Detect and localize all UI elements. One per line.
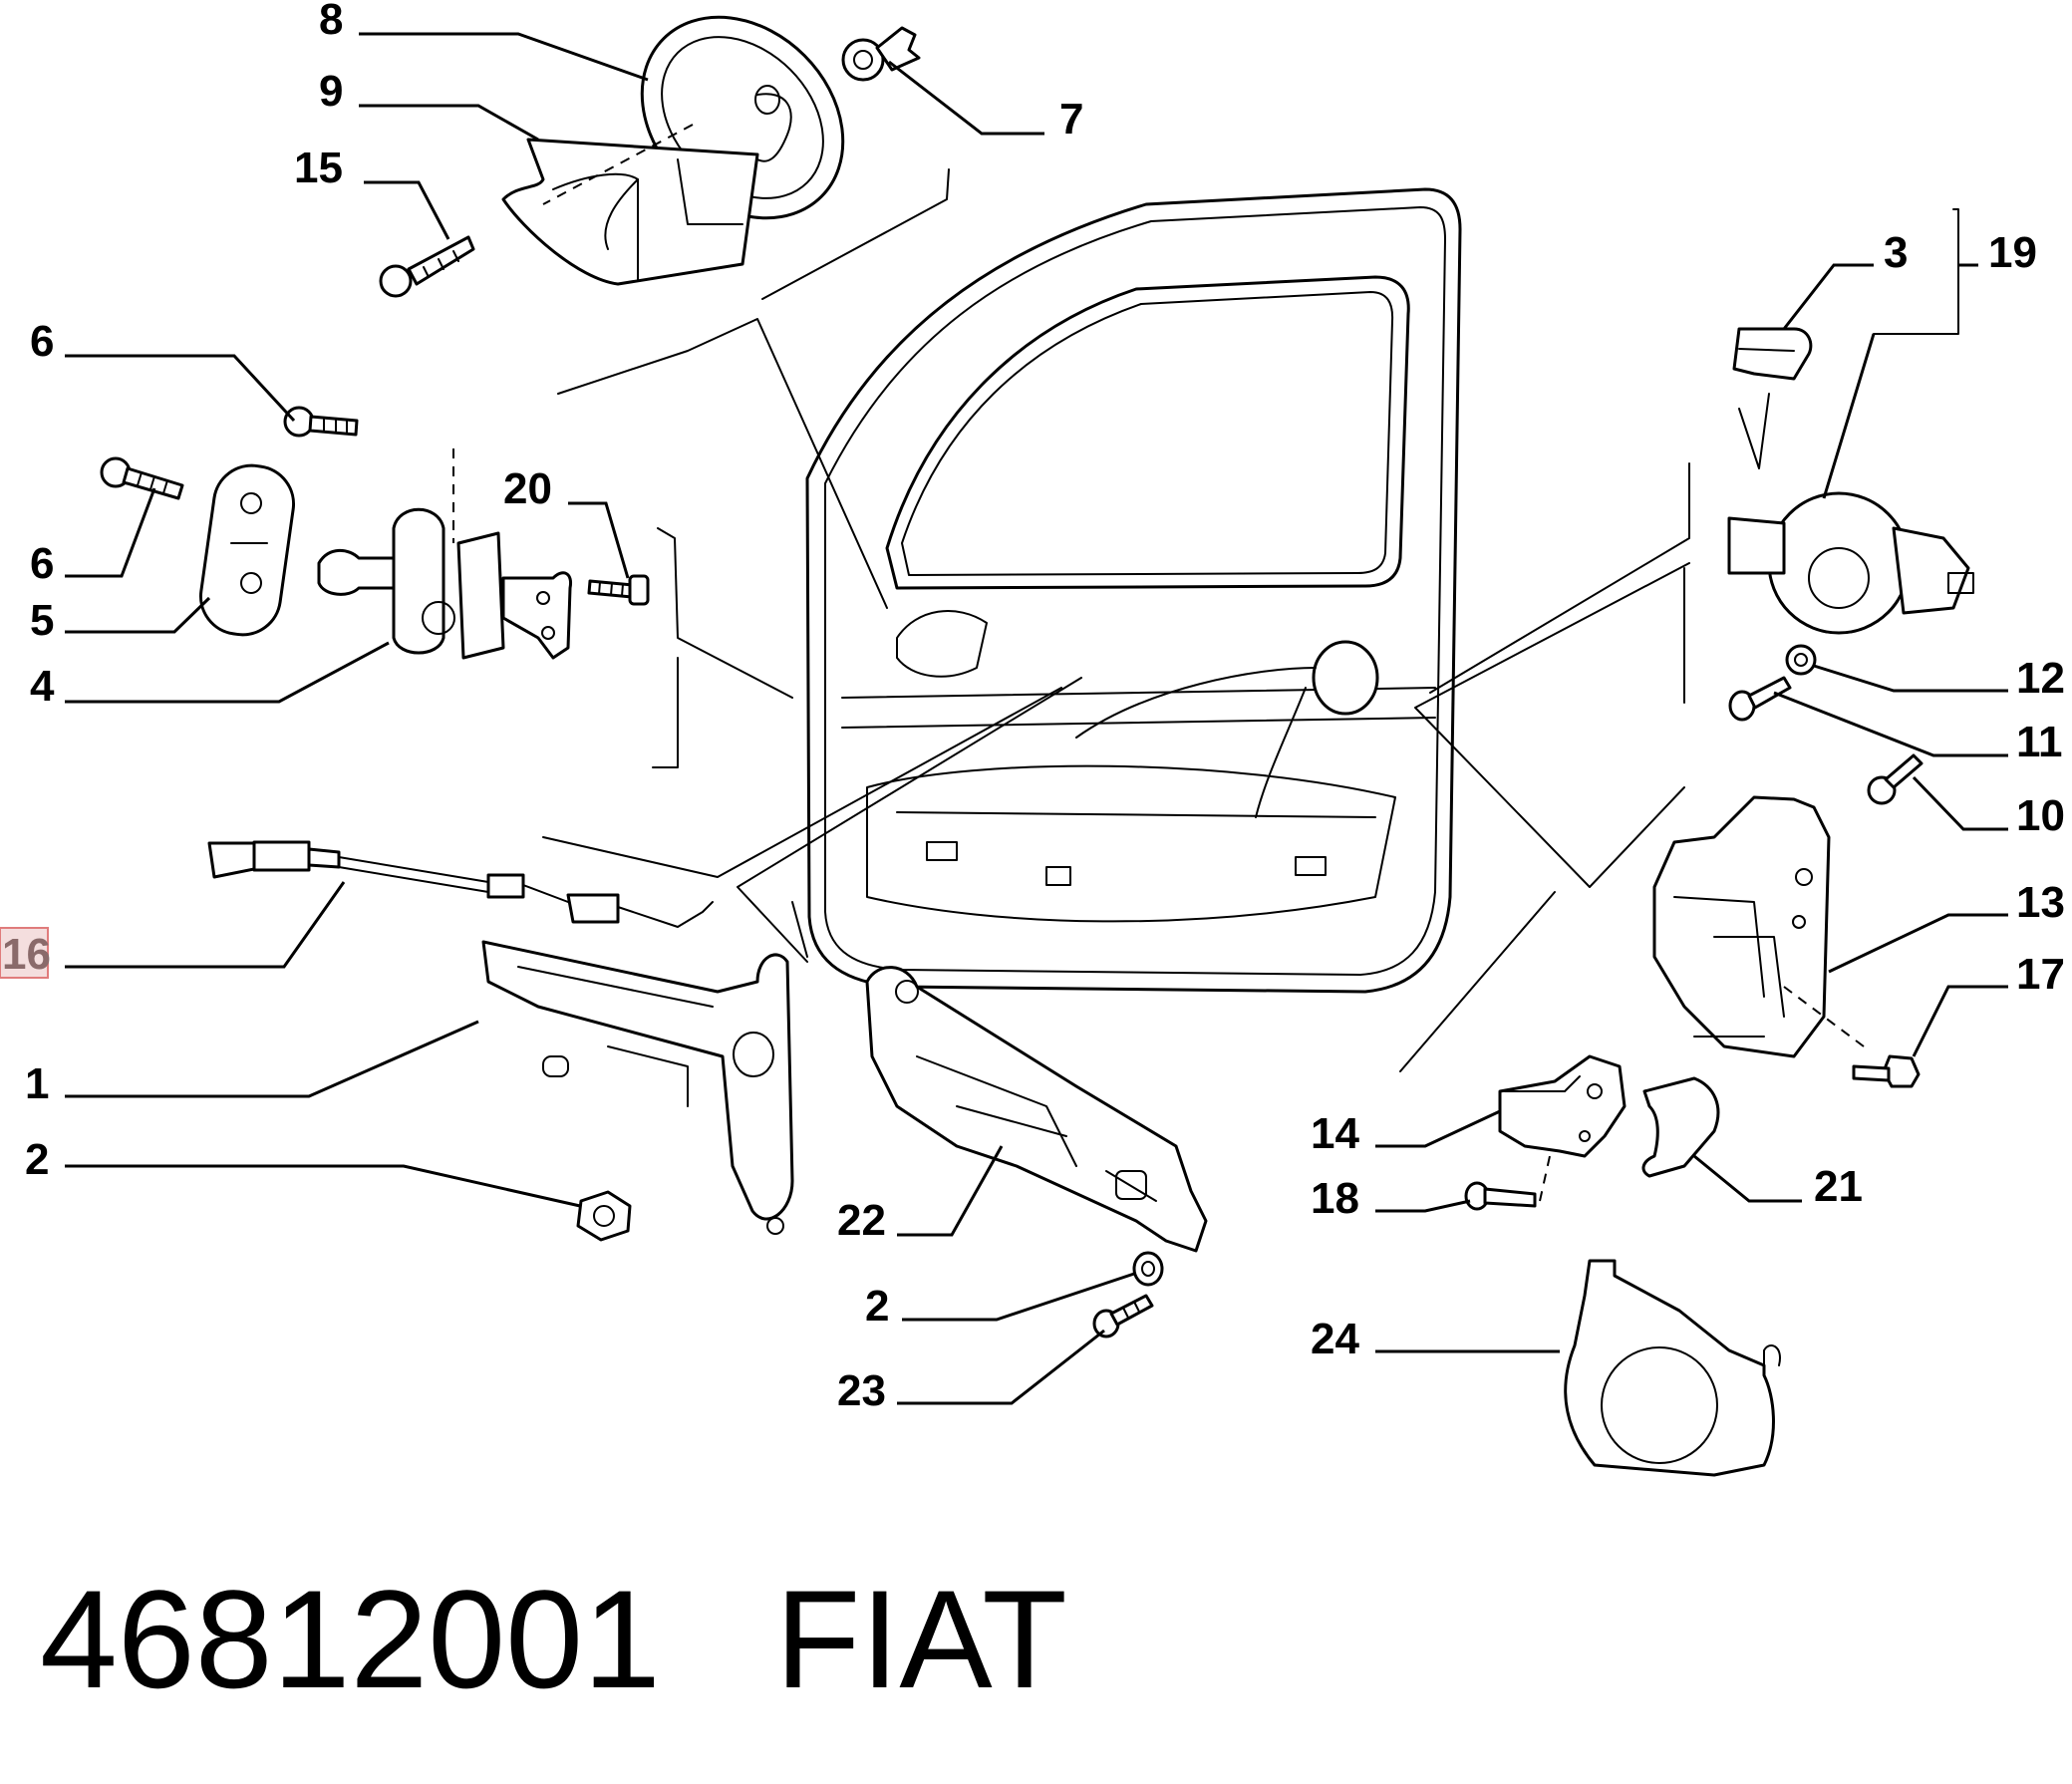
- part-2-nut-left: [576, 1190, 632, 1242]
- part-23-bolt: [1092, 1294, 1154, 1338]
- part-3-clip: [1732, 327, 1813, 469]
- callout-24: 24: [1311, 1315, 1359, 1363]
- callout-2-left: 2: [25, 1135, 49, 1184]
- part-1-bracket: [481, 940, 794, 1235]
- callout-18: 18: [1311, 1174, 1359, 1223]
- callout-12: 12: [2016, 654, 2065, 703]
- callout-6-upper: 6: [30, 317, 54, 366]
- callout-9: 9: [319, 67, 343, 116]
- callout-8: 8: [319, 0, 343, 44]
- callout-1: 1: [25, 1059, 49, 1108]
- callout-7: 7: [1059, 95, 1083, 144]
- part-10-screw: [1867, 753, 1924, 805]
- callout-19: 19: [1988, 228, 2037, 277]
- part-18-screw: [1464, 1155, 1551, 1211]
- part-17-bolt: [1852, 1054, 1921, 1088]
- part-2-nut-right: [1132, 1251, 1164, 1287]
- brand-name: FIAT: [774, 1561, 1067, 1717]
- callout-15: 15: [294, 144, 343, 192]
- part-16-cable-rod: [207, 840, 714, 928]
- part-5-check-plate: [198, 463, 296, 637]
- callout-14: 14: [1311, 1109, 1359, 1158]
- callout-13: 13: [2016, 878, 2065, 927]
- door-frame: [805, 187, 1462, 994]
- part-6-screw-upper: [283, 406, 359, 438]
- part-22-regulator-bracket: [865, 966, 1208, 1253]
- callout-4: 4: [30, 662, 55, 711]
- part-4-door-check: [317, 448, 573, 660]
- callouts: 8 9 15 7 6 6 5 4 20 16 1 2 22 2 23: [0, 0, 2065, 1415]
- part-21-shim: [1641, 1076, 1720, 1178]
- callout-16: 16: [2, 930, 51, 979]
- callout-23: 23: [837, 1366, 886, 1415]
- callout-11: 11: [2016, 718, 2063, 766]
- callout-6-lower: 6: [30, 539, 54, 588]
- callout-5: 5: [30, 596, 54, 645]
- guide-lines: [542, 168, 1959, 1072]
- callout-3: 3: [1884, 228, 1908, 277]
- callout-22: 22: [837, 1196, 886, 1245]
- callout-16-highlight: [0, 927, 49, 979]
- part-13-door-latch: [1652, 795, 1865, 1058]
- part-7-clip: [841, 26, 921, 82]
- part-6-screw-lower: [100, 456, 184, 500]
- part-12-washer: [1785, 644, 1817, 676]
- callout-21: 21: [1814, 1162, 1863, 1211]
- part-9-handle-housing: [501, 124, 759, 286]
- part-20-bolt: [587, 574, 650, 606]
- part-19-lock-actuator: [1727, 491, 1974, 635]
- callout-17: 17: [2016, 950, 2065, 999]
- callout-10: 10: [2016, 791, 2065, 840]
- callout-2-right: 2: [865, 1282, 889, 1331]
- part-14-striker: [1498, 1054, 1627, 1158]
- callout-20: 20: [503, 464, 552, 513]
- part-15-screw: [379, 235, 475, 298]
- part-24-speaker-bracket: [1564, 1259, 1781, 1477]
- part-11-screw: [1728, 676, 1792, 722]
- part-number: 46812001: [40, 1561, 661, 1717]
